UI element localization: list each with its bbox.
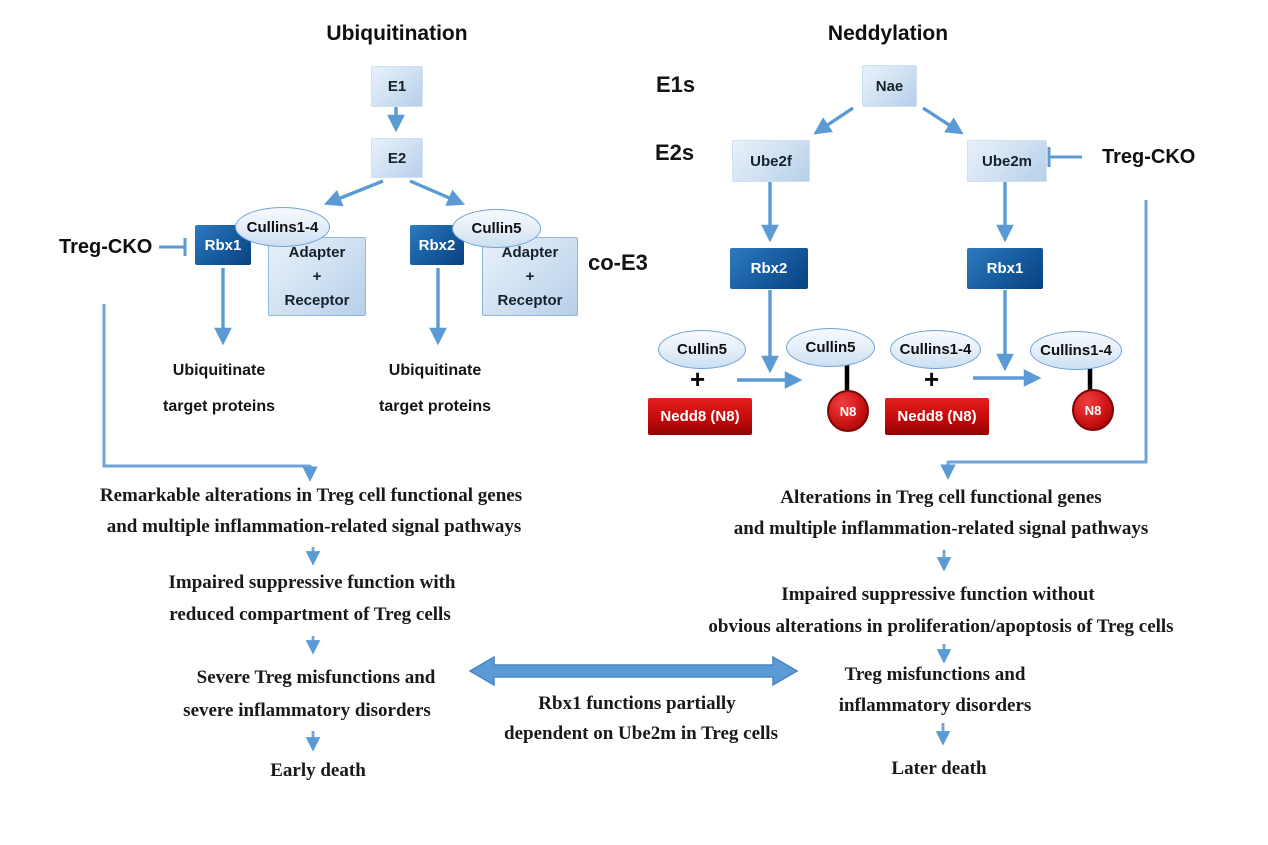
arrow-nae-ube2f: [813, 106, 854, 135]
arrow-nae-ube2m: [922, 106, 964, 135]
treg-cko-label-right: Treg-CKO: [1102, 146, 1196, 168]
ubiquitinate-text-2b: target proteins: [378, 398, 492, 415]
rbx2-left-label: Rbx2: [418, 236, 456, 254]
ubiquitinate-text-1a: Ubiquitinate: [172, 362, 266, 379]
cullin5-substrate-ellipse: Cullin5: [658, 330, 746, 369]
cullins1-4-left-label: Cullins1-4: [246, 218, 319, 236]
cullin5-substrate-label: Cullin5: [676, 341, 727, 358]
adapter-label-1: Adapter: [288, 243, 346, 261]
rbx1-right-label: Rbx1: [986, 260, 1024, 277]
rbx1-left-label: Rbx1: [204, 236, 242, 254]
adapter-plus-1: +: [312, 267, 322, 285]
left-flow-text-1b: and multiple inflammation-related signal…: [106, 516, 522, 537]
left-flow-text-1a: Remarkable alterations in Treg cell func…: [99, 485, 523, 506]
row-label-e2s: E2s: [655, 140, 695, 165]
right-flow-text-1b: and multiple inflammation-related signal…: [733, 518, 1149, 539]
ubiquitinate-text-1b: target proteins: [162, 398, 276, 415]
left-flow-text-4: Early death: [270, 760, 366, 781]
adapter-receptor-box-2: Adapter + Receptor: [482, 237, 578, 316]
ube2m-label: Ube2m: [981, 152, 1033, 170]
plus-sign-1: +: [690, 364, 706, 394]
left-flow-text-2a: Impaired suppressive function with: [168, 572, 456, 593]
cullin5-product-label: Cullin5: [805, 339, 856, 356]
cullins1-4-product-ellipse: Cullins1-4: [1030, 331, 1122, 370]
double-headed-arrow: [468, 655, 799, 687]
nae-box: Nae: [862, 65, 917, 107]
right-flow-text-3b: inflammatory disorders: [838, 695, 1032, 716]
ube2f-label: Ube2f: [750, 152, 792, 170]
route-left-tregcko: [102, 304, 310, 468]
treg-cko-label-left: Treg-CKO: [59, 236, 153, 258]
cullins1-4-ellipse-left: Cullins1-4: [235, 207, 330, 247]
route-right-tregcko: [948, 200, 1148, 464]
cullins1-4-product-label: Cullins1-4: [1040, 342, 1112, 359]
rbx1-box-right: Rbx1: [967, 248, 1043, 289]
plus-sign-2: +: [924, 364, 940, 394]
right-flow-text-1a: Alterations in Treg cell functional gene…: [780, 487, 1102, 508]
nedd8-label-2: Nedd8 (N8): [897, 408, 977, 425]
n8-circle-2: N8: [1072, 389, 1114, 431]
adapter-label-2: Adapter: [501, 243, 559, 261]
arrow-e2-cullin5: [409, 179, 466, 206]
e1-label: E1: [387, 78, 407, 95]
cullin5-product-ellipse: Cullin5: [786, 328, 875, 367]
nedd8-box-2: Nedd8 (N8): [885, 398, 989, 435]
nae-label: Nae: [875, 77, 904, 95]
left-flow-text-3a: Severe Treg misfunctions and: [196, 667, 436, 688]
cullins1-4-substrate-ellipse: Cullins1-4: [890, 330, 981, 369]
pathway-title-neddylation: Neddylation: [827, 22, 949, 45]
right-flow-text-2a: Impaired suppressive function without: [781, 584, 1095, 605]
e2-label: E2: [387, 149, 407, 167]
adapter-plus-2: +: [525, 267, 535, 285]
nedd8-label-1: Nedd8 (N8): [660, 408, 740, 425]
left-flow-text-3b: severe inflammatory disorders: [183, 700, 431, 721]
cullin5-ellipse-left: Cullin5: [452, 209, 541, 248]
adapter-receptor-box-1: Adapter + Receptor: [268, 237, 366, 316]
center-annotation-line2: dependent on Ube2m in Treg cells: [504, 723, 778, 744]
rbx2-right-label: Rbx2: [750, 260, 788, 277]
right-flow-text-4: Later death: [891, 758, 987, 779]
ubiquitinate-text-2a: Ubiquitinate: [388, 362, 482, 379]
right-flow-text-2b: obvious alterations in proliferation/apo…: [708, 616, 1174, 637]
n8-circle-1: N8: [827, 390, 869, 432]
n8-label-2: N8: [1084, 402, 1102, 418]
rbx2-box-right: Rbx2: [730, 248, 808, 289]
row-label-e1s: E1s: [656, 72, 696, 97]
center-annotation-line1: Rbx1 functions partially: [538, 693, 736, 714]
receptor-label-2: Receptor: [497, 291, 563, 309]
row-label-co-e3: co-E3: [588, 250, 648, 275]
cullins1-4-substrate-label: Cullins1-4: [899, 341, 972, 358]
left-flow-text-2b: reduced compartment of Treg cells: [169, 604, 451, 625]
pathway-title-ubiquitination: Ubiquitination: [326, 22, 468, 45]
e2-box: E2: [371, 138, 423, 178]
arrow-e2-cullins14: [323, 179, 384, 207]
right-flow-text-3a: Treg misfunctions and: [844, 664, 1026, 685]
nedd8-box-1: Nedd8 (N8): [648, 398, 752, 435]
ube2m-box: Ube2m: [967, 140, 1047, 182]
n8-label-1: N8: [839, 403, 857, 419]
cullin5-left-label: Cullin5: [471, 220, 522, 237]
ube2f-box: Ube2f: [732, 140, 810, 182]
receptor-label-1: Receptor: [284, 291, 350, 309]
e1-box: E1: [371, 66, 423, 107]
